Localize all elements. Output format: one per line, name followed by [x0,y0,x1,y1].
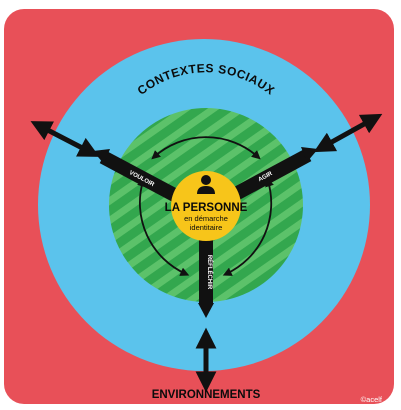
axis-label-reflechir: RÉFLÉCHIR [206,255,214,290]
band-right [228,148,312,203]
outer-arrow-right [313,113,383,153]
arrowhead-bottom-outer [198,303,214,318]
inner-cycle-arrows [137,136,274,276]
arc-top [151,136,261,160]
person-circle [171,171,241,241]
axis-bands [99,148,312,305]
outer-arrows [30,113,383,393]
arc-left [137,177,190,276]
arc-right [222,177,274,276]
person-subtitle-2: identitaire [190,223,223,232]
environments-label: ENVIRONNEMENTS [152,389,261,401]
person-icon [197,175,215,194]
band-left [99,150,184,205]
outer-arrow-left [30,121,100,157]
credit-text: ©acelf [361,395,383,404]
person-title: LA PERSONNE [165,202,248,214]
person-subtitle-1: en démarche [184,214,228,223]
